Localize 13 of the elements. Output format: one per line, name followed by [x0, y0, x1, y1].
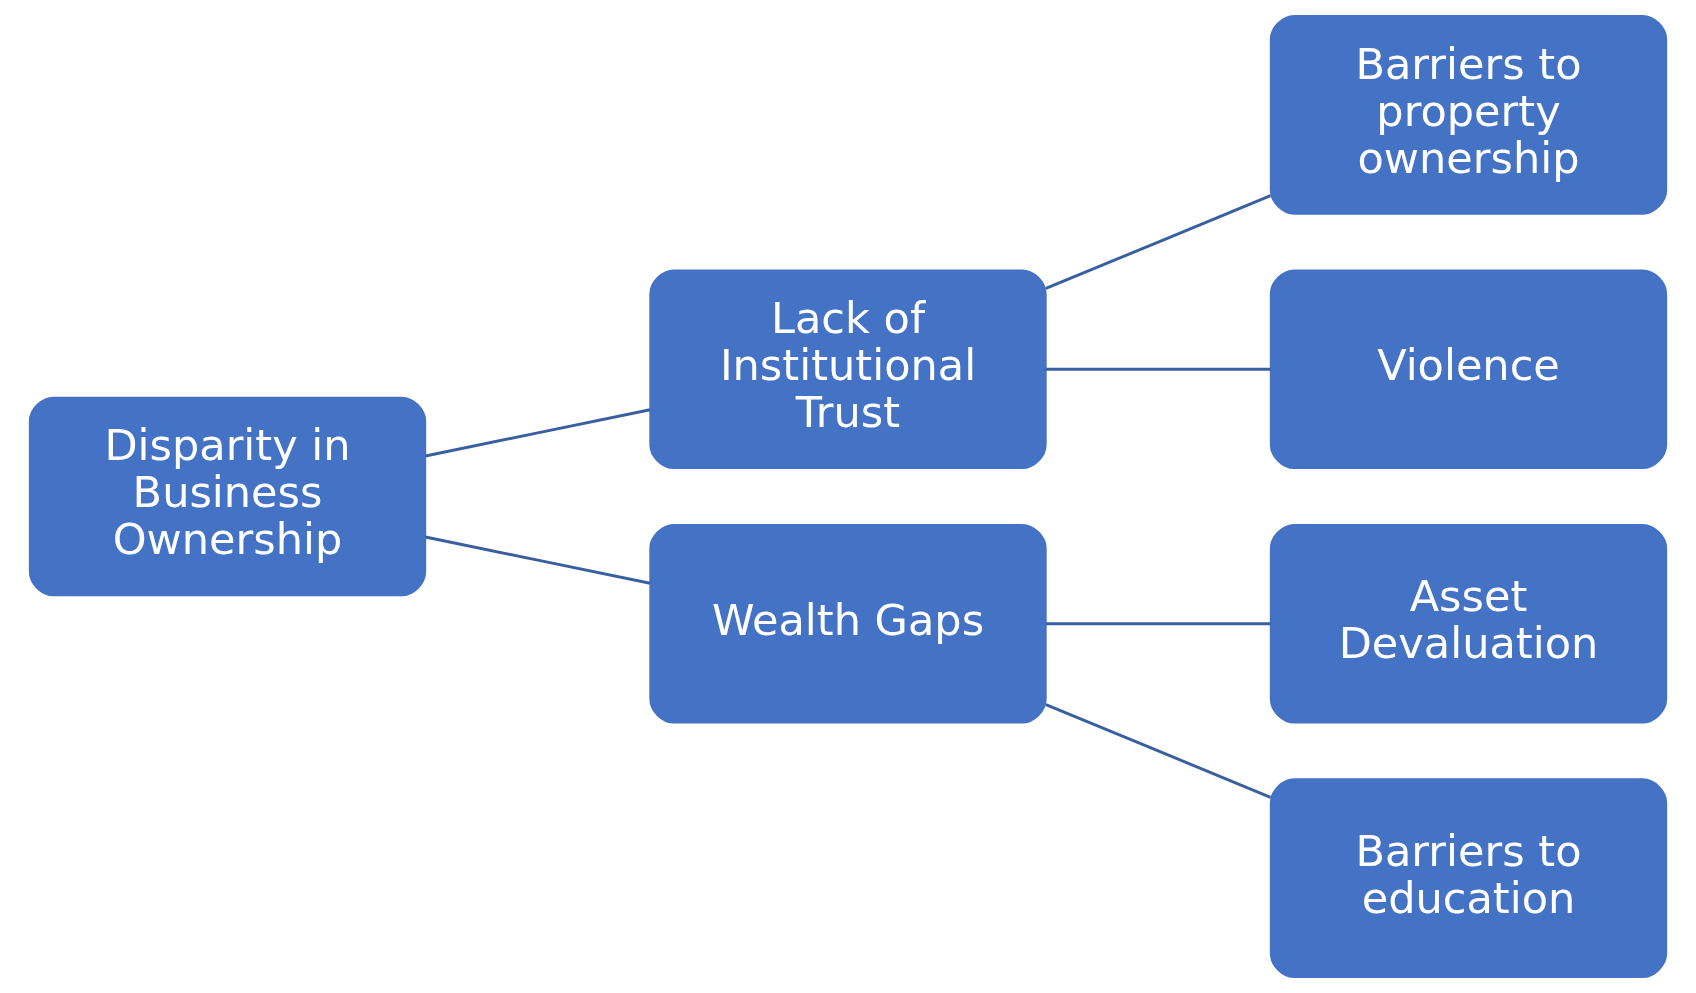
node-box: Violence: [1269, 269, 1668, 470]
connector: [1045, 622, 1271, 626]
connector: [425, 535, 651, 585]
node-box: Barriers to education: [1269, 778, 1668, 978]
connector: [1045, 194, 1272, 290]
connector: [425, 408, 651, 458]
node-box: Barriers to property ownership: [1269, 15, 1668, 215]
node-box: Lack of Institutional Trust: [649, 269, 1047, 470]
node-box: Disparity in Business Ownership: [28, 396, 427, 597]
node-box: Asset Devaluation: [1269, 523, 1668, 724]
node-box: Wealth Gaps: [649, 523, 1047, 724]
connector: [1045, 367, 1271, 371]
connector: [1045, 703, 1272, 799]
